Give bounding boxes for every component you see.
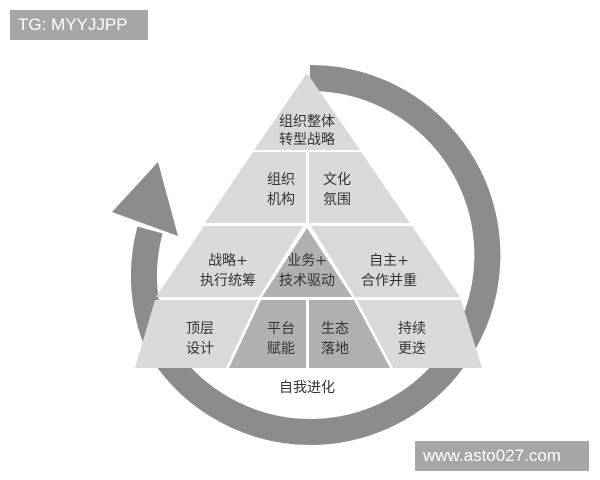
- label-ecosystem-1: 生态: [321, 321, 349, 337]
- label-strategy-1: 战略+: [208, 253, 248, 269]
- pyramid: [135, 73, 482, 368]
- label-topdesign-2: 设计: [186, 341, 214, 357]
- label-strategy-2: 执行统筹: [200, 272, 256, 289]
- label-culture-2: 氛围: [323, 192, 351, 208]
- label-platform-2: 赋能: [267, 341, 295, 357]
- label-top-2: 转型战略: [279, 132, 335, 148]
- label-top-1: 组织整体: [279, 114, 335, 130]
- label-autonomy-1: 自主+: [369, 253, 409, 269]
- tier-top: [254, 73, 360, 150]
- label-autonomy-2: 合作并重: [361, 273, 417, 289]
- label-platform-1: 平台: [267, 321, 295, 337]
- watermark-top: TG: MYYJJPP: [10, 10, 148, 40]
- cell-org-structure: [205, 152, 306, 223]
- cell-business-tech: [262, 228, 352, 297]
- label-ecosystem-2: 落地: [321, 341, 349, 357]
- label-business-1: 业务+: [287, 253, 327, 269]
- label-iteration-1: 持续: [398, 320, 426, 337]
- label-business-2: 技术驱动: [279, 273, 335, 289]
- cell-top-design: [135, 300, 258, 368]
- cell-continuous-iteration: [357, 300, 482, 368]
- label-topdesign-1: 顶层: [186, 321, 214, 337]
- cell-ecosystem: [309, 300, 390, 368]
- label-org-2: 机构: [267, 192, 295, 208]
- cell-strategy-execution: [156, 226, 303, 297]
- watermark-bottom: www.asto027.com: [415, 441, 589, 471]
- label-iteration-2: 更迭: [398, 341, 426, 357]
- label-culture-1: 文化: [323, 172, 351, 188]
- cell-culture: [309, 152, 410, 223]
- label-org-1: 组织: [267, 172, 295, 188]
- cell-platform-enablement: [229, 300, 306, 368]
- cell-autonomy-cooperation: [311, 226, 460, 297]
- label-self-evolution: 自我进化: [279, 380, 335, 396]
- pyramid-labels: 组织整体 转型战略 组织 机构 文化 氛围 战略+ 执行统筹 业务+ 技术驱动 …: [186, 114, 426, 396]
